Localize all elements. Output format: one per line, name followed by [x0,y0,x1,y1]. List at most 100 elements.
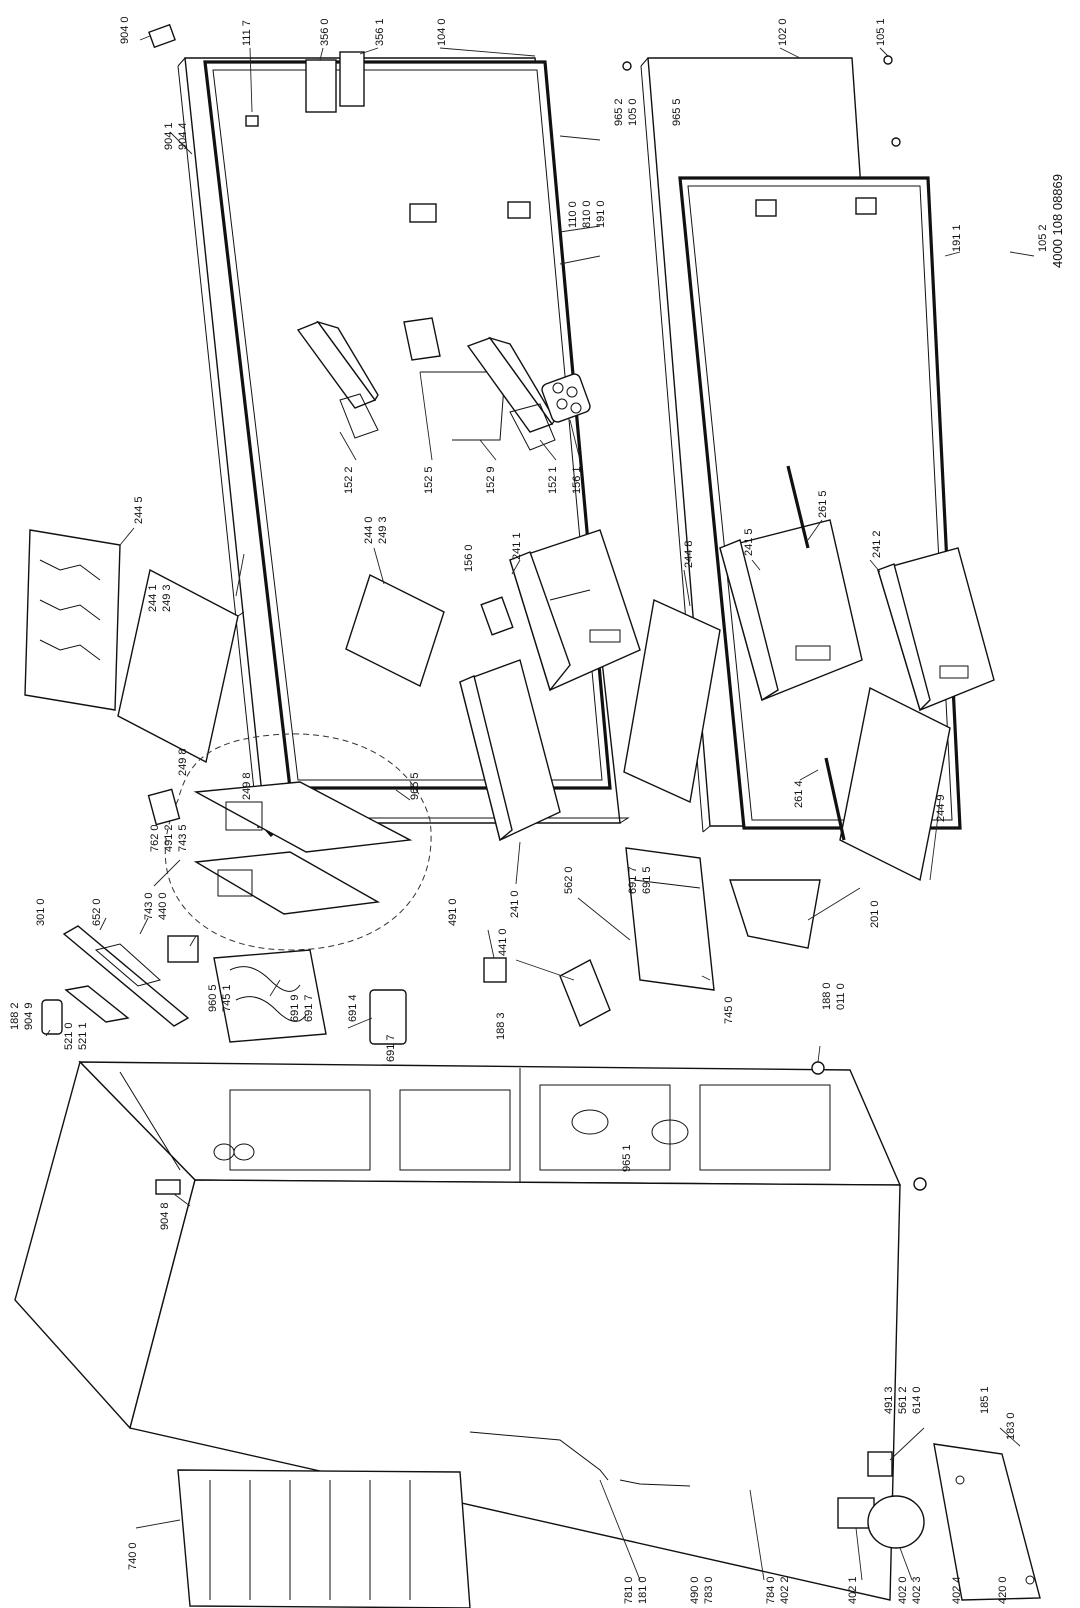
callout-402-3: 402 3 [911,1576,923,1604]
humidity-filter [480,596,514,636]
freezer-drawer [877,547,995,712]
callout-188-2: 188 2 [9,1002,21,1030]
defrost-heater-bracket [369,989,407,1045]
fan-housing [625,847,715,991]
callout-691-9: 691 9 [289,994,301,1022]
callout-244-8: 244 8 [683,540,695,568]
callout-904-0: 904 0 [119,16,131,44]
callout-965-5: 965 5 [671,98,683,126]
callout-743-0: 743 0 [143,892,155,920]
drain-cover [559,959,611,1027]
door-display-cover [339,51,365,107]
callout-356-0: 356 0 [319,18,331,46]
callout-521-0: 521 0 [63,1022,75,1050]
callout-105-2: 105 2 [1037,224,1049,252]
freezer-door-bracket-2 [855,197,877,215]
callout-249-8a: 249 8 [241,772,253,800]
refrigerator-cabinet [14,1060,902,1601]
callout-241-1: 241 1 [511,532,523,560]
callout-191-0: 191 0 [595,200,607,228]
drip-tray [729,879,821,949]
callout-402-1: 402 1 [847,1576,859,1604]
door-bin-lower [466,336,556,451]
callout-743-5: 743 5 [177,824,189,852]
door-screw-2 [883,55,893,65]
door-bin-divider [420,371,506,441]
callout-191-1: 191 1 [951,224,963,252]
callout-490-0: 490 0 [689,1576,701,1604]
callout-521-1: 521 1 [77,1022,89,1050]
callout-105-0: 105 0 [627,98,639,126]
door-bin-upper [296,320,379,439]
callout-691-5: 691 5 [641,866,653,894]
compressor-bracket [867,1451,893,1477]
callout-491-3: 491 3 [883,1386,895,1414]
door-screw-3 [891,137,901,147]
door-shelf-bracket-2 [507,201,531,219]
callout-249-8b: 249 8 [177,748,189,776]
callout-104-0: 104 0 [436,18,448,46]
callout-784-0: 784 0 [765,1576,777,1604]
callout-261-4: 261 4 [793,780,805,808]
callout-614-0: 614 0 [911,1386,923,1414]
callout-781-0: 781 0 [623,1576,635,1604]
light-cover [41,999,63,1035]
fan-grille [147,788,181,826]
callout-244-5: 244 5 [133,496,145,524]
glass-shelf-middle [345,574,445,687]
callout-183-0: 183 0 [1005,1412,1017,1440]
callout-691-7a: 691 7 [303,994,315,1022]
callout-691-7c: 691 7 [627,866,639,894]
fridge-door-gasket [203,60,612,790]
callout-241-5: 241 5 [743,528,755,556]
callout-965-5b: 965 5 [409,772,421,800]
callout-241-0: 241 0 [509,890,521,918]
callout-491-0: 491 0 [447,898,459,926]
callout-740-0: 740 0 [127,1542,139,1570]
drawer-cover-glass [623,598,721,804]
callout-105-1: 105 1 [875,18,887,46]
callout-904-9: 904 9 [23,1002,35,1030]
cabinet-hinge [155,1179,181,1195]
callout-562-0: 562 0 [563,866,575,894]
door-bin-lid [403,317,441,361]
callout-301-0: 301 0 [35,898,47,926]
egg-tray [541,373,591,423]
cabinet-foot [811,1061,825,1075]
callout-241-2: 241 2 [871,530,883,558]
callout-691-4: 691 4 [347,994,359,1022]
callout-965-1: 965 1 [621,1144,633,1172]
callout-188-3: 188 3 [495,1012,507,1040]
callout-185-1: 185 1 [979,1386,991,1414]
callout-965-2: 965 2 [613,98,625,126]
callout-244-1: 244 1 [147,584,159,612]
callout-156-0: 156 0 [463,544,475,572]
callout-810-0: 810 0 [581,200,593,228]
callout-356-1: 356 1 [374,18,386,46]
control-board [64,985,130,1023]
leader-lines [45,35,1035,1581]
callout-904-4: 904 4 [177,122,189,150]
callout-960-5: 960 5 [207,984,219,1012]
callout-249-3a: 249 3 [161,584,173,612]
freezer-door-gasket [678,176,962,830]
callout-244-9: 244 9 [935,794,947,822]
callout-152-5: 152 5 [423,466,435,494]
door-control-panel [305,59,337,113]
callout-652-0: 652 0 [91,898,103,926]
callout-561-2: 561 2 [897,1386,909,1414]
callout-783-0: 783 0 [703,1576,715,1604]
callout-102-0: 102 0 [777,18,789,46]
callout-181-0: 181 0 [637,1576,649,1604]
callout-152-9: 152 9 [485,466,497,494]
drain-tube [469,1431,609,1481]
callout-111-7: 111 7 [241,20,253,46]
callout-011-0: 011 0 [835,983,847,1010]
door-shelf-bracket [409,203,437,223]
door-hinge-cover [148,23,176,49]
glass-shelf-upper [117,568,245,764]
damper [483,957,507,983]
bottle-rack [24,529,121,711]
evaporator-cover [193,781,413,853]
